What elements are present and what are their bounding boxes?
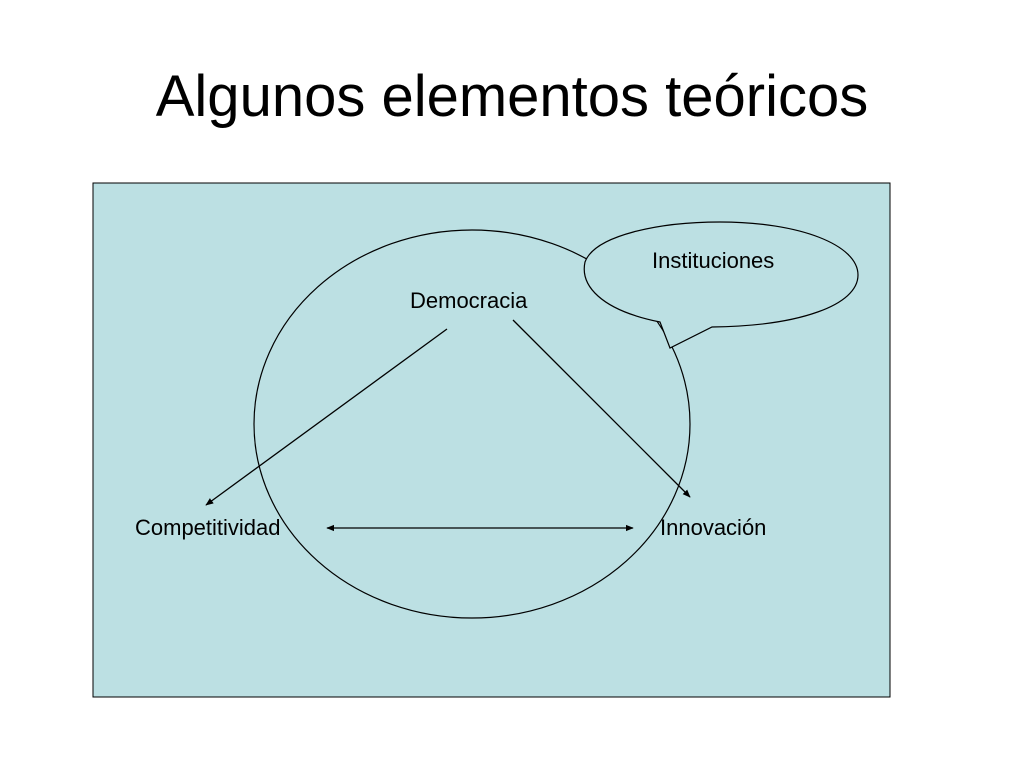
label-democracia: Democracia bbox=[410, 288, 528, 313]
label-innovacion: Innovación bbox=[660, 515, 766, 540]
label-competitividad: Competitividad bbox=[135, 515, 281, 540]
instituciones-callout bbox=[583, 221, 859, 349]
arrow-democracia-competitividad bbox=[205, 328, 448, 506]
label-instituciones: Instituciones bbox=[652, 248, 774, 273]
slide-title: Algunos elementos teóricos bbox=[155, 64, 869, 129]
arrow-democracia-innovacion bbox=[512, 319, 691, 498]
democracy-ellipse bbox=[253, 229, 691, 619]
